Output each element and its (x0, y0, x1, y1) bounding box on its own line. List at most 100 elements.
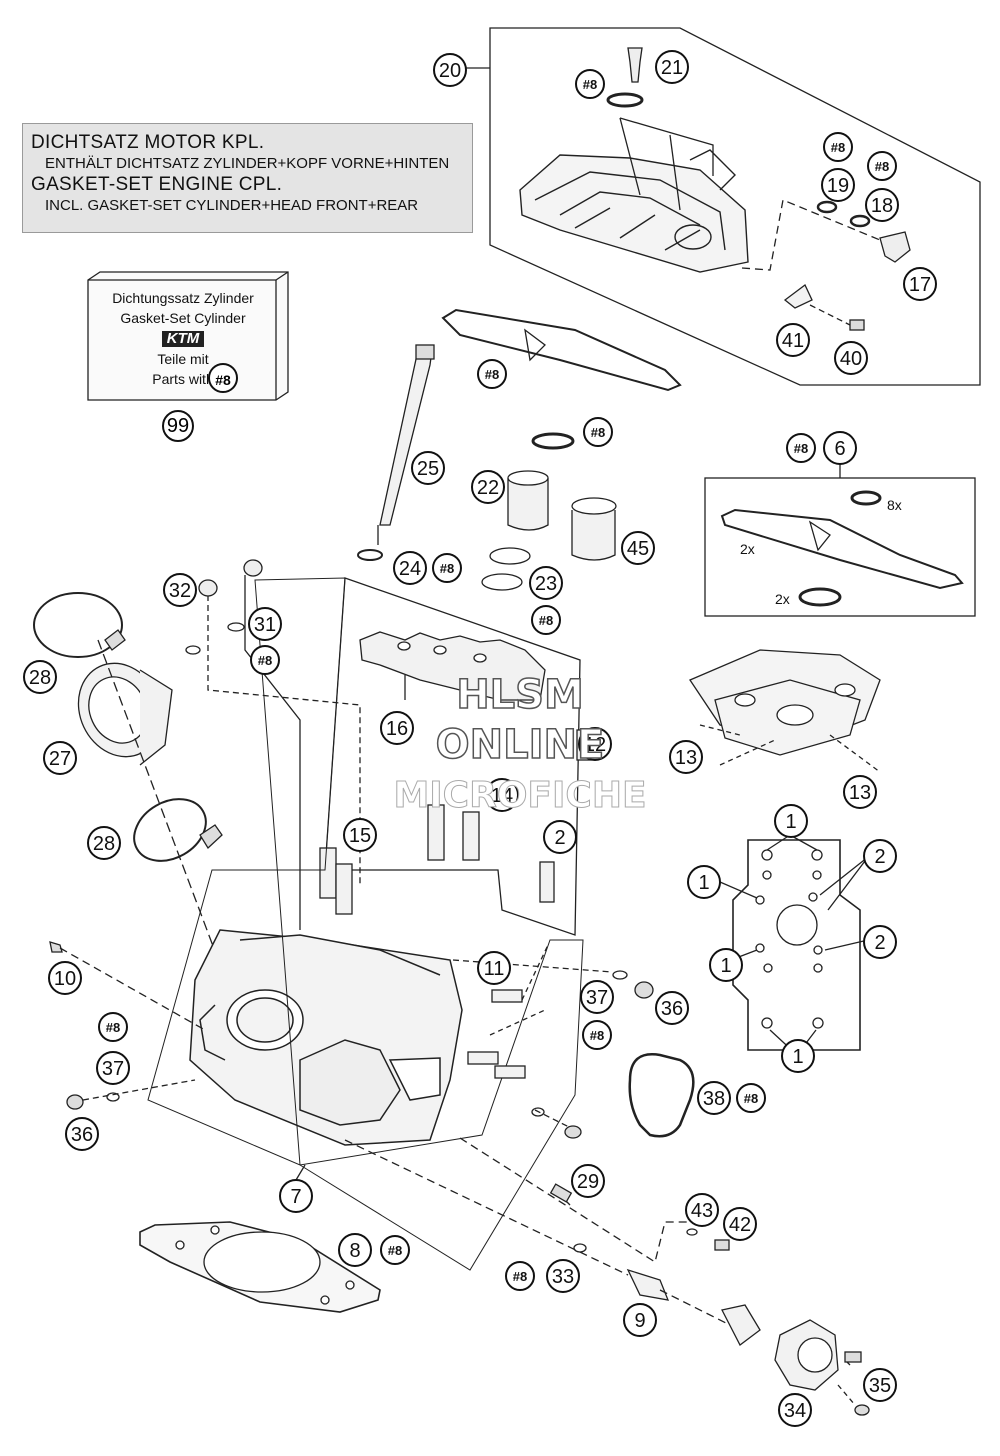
callout-label: 28 (29, 667, 51, 689)
part-callout: 38 (697, 1081, 731, 1115)
callout-circle (343, 818, 377, 852)
callout-label: 2 (874, 932, 885, 954)
callout-circle (485, 778, 519, 812)
callout-circle (433, 53, 467, 87)
reference-callout: #8 (250, 645, 280, 675)
callout-label: #8 (440, 561, 454, 576)
reference-callout: #8 (583, 417, 613, 447)
part-callout: 6 (823, 431, 857, 465)
part-callout: 2 (863, 839, 897, 873)
callout-label: 41 (782, 330, 804, 352)
callout-circle (582, 1020, 612, 1050)
callout-circle (529, 566, 563, 600)
callout-label: 43 (691, 1200, 713, 1222)
callout-label: 19 (827, 175, 849, 197)
callout-circle (531, 605, 561, 635)
part-callout: 15 (343, 818, 377, 852)
kit-box-ref: #8 (208, 363, 238, 393)
part-17 (879, 231, 911, 263)
callout-label: 2 (874, 846, 885, 868)
callout-label: 16 (386, 718, 408, 740)
callout-label: 10 (54, 968, 76, 990)
part-callout: 29 (571, 1164, 605, 1198)
callout-circle (546, 1259, 580, 1293)
part-callout: 37 (580, 980, 614, 1014)
callout-label: #8 (831, 140, 845, 155)
callout-circle (471, 470, 505, 504)
callout-label: 45 (627, 538, 649, 560)
callout-label: 27 (49, 748, 71, 770)
callout-circle (723, 1207, 757, 1241)
kit-box-line-4: Parts with (152, 371, 214, 387)
callout-label: 21 (661, 57, 683, 79)
part-callout: 19 (821, 168, 855, 202)
part-callout: 9 (623, 1303, 657, 1337)
callout-label: 18 (871, 195, 893, 217)
callout-circle (380, 711, 414, 745)
callout-circle (774, 804, 808, 838)
reference-callout: #8 (98, 1012, 128, 1042)
notice-line-1: DICHTSATZ MOTOR KPL. (31, 132, 265, 153)
callout-circle (48, 961, 82, 995)
callout-circle (834, 341, 868, 375)
callout-circle (250, 645, 280, 675)
callout-label: #8 (539, 613, 553, 628)
callout-label: #8 (591, 425, 605, 440)
part-callout: 37 (96, 1051, 130, 1085)
callout-circle (781, 1039, 815, 1073)
callout-circle (655, 991, 689, 1025)
part-callout: 43 (685, 1193, 719, 1227)
callout-circle (843, 775, 877, 809)
callout-label: 17 (909, 274, 931, 296)
callout-circle (687, 865, 721, 899)
callout-circle (163, 573, 197, 607)
callout-circle (432, 553, 462, 583)
gasket-set-notice: DICHTSATZ MOTOR KPL. ENTHÄLT DICHTSATZ Z… (22, 123, 473, 233)
callout-label: 32 (169, 580, 191, 602)
callout-label: 35 (869, 1375, 891, 1397)
sleeve-22 (507, 470, 549, 531)
callout-label: 13 (675, 747, 697, 769)
callout-circle (571, 1164, 605, 1198)
callout-label: #8 (590, 1028, 604, 1043)
callout-circle (621, 531, 655, 565)
callout-circle (96, 1051, 130, 1085)
callout-label: 36 (71, 1124, 93, 1146)
callout-circle (655, 50, 689, 84)
callout-label: 1 (698, 872, 709, 894)
part-callout: 21 (655, 50, 689, 84)
callout-circle (821, 168, 855, 202)
kit-box-part-number: 99 (162, 410, 194, 442)
intake-flange-27 (77, 662, 173, 766)
camshaft-gasket (732, 839, 861, 1051)
reference-callout: #8 (582, 1020, 612, 1050)
part-callout: 20 (433, 53, 467, 87)
kit-box-line-2: Gasket-Set Cylinder (120, 310, 246, 326)
callout-circle (87, 826, 121, 860)
callout-label: 15 (349, 825, 371, 847)
callout-circle (477, 951, 511, 985)
callout-label: 38 (703, 1088, 725, 1110)
sleeve-45 (571, 497, 617, 561)
valve-cover-frame (489, 27, 981, 386)
part-callout: 1 (709, 948, 743, 982)
callout-label: 31 (254, 614, 276, 636)
part-callout: 23 (529, 566, 563, 600)
callout-label: 1 (720, 955, 731, 977)
callout-label: 42 (729, 1214, 751, 1236)
callout-label: 9 (634, 1310, 645, 1332)
part-callout: 31 (248, 607, 282, 641)
part-callout: 42 (723, 1207, 757, 1241)
part-callout: 13 (669, 740, 703, 774)
kit-box-label: Dichtungssatz Zylinder Gasket-Set Cylind… (90, 288, 276, 389)
qty-gaskets: 2x (740, 541, 755, 557)
part-callout: 22 (471, 470, 505, 504)
stud-25 (379, 349, 433, 526)
reference-callout: #8 (575, 69, 605, 99)
reference-callout: #8 (736, 1083, 766, 1113)
notice-line-4: INCL. GASKET-SET CYLINDER+HEAD FRONT+REA… (45, 197, 419, 214)
part-callout: 35 (863, 1368, 897, 1402)
reference-callout: #8 (432, 553, 462, 583)
